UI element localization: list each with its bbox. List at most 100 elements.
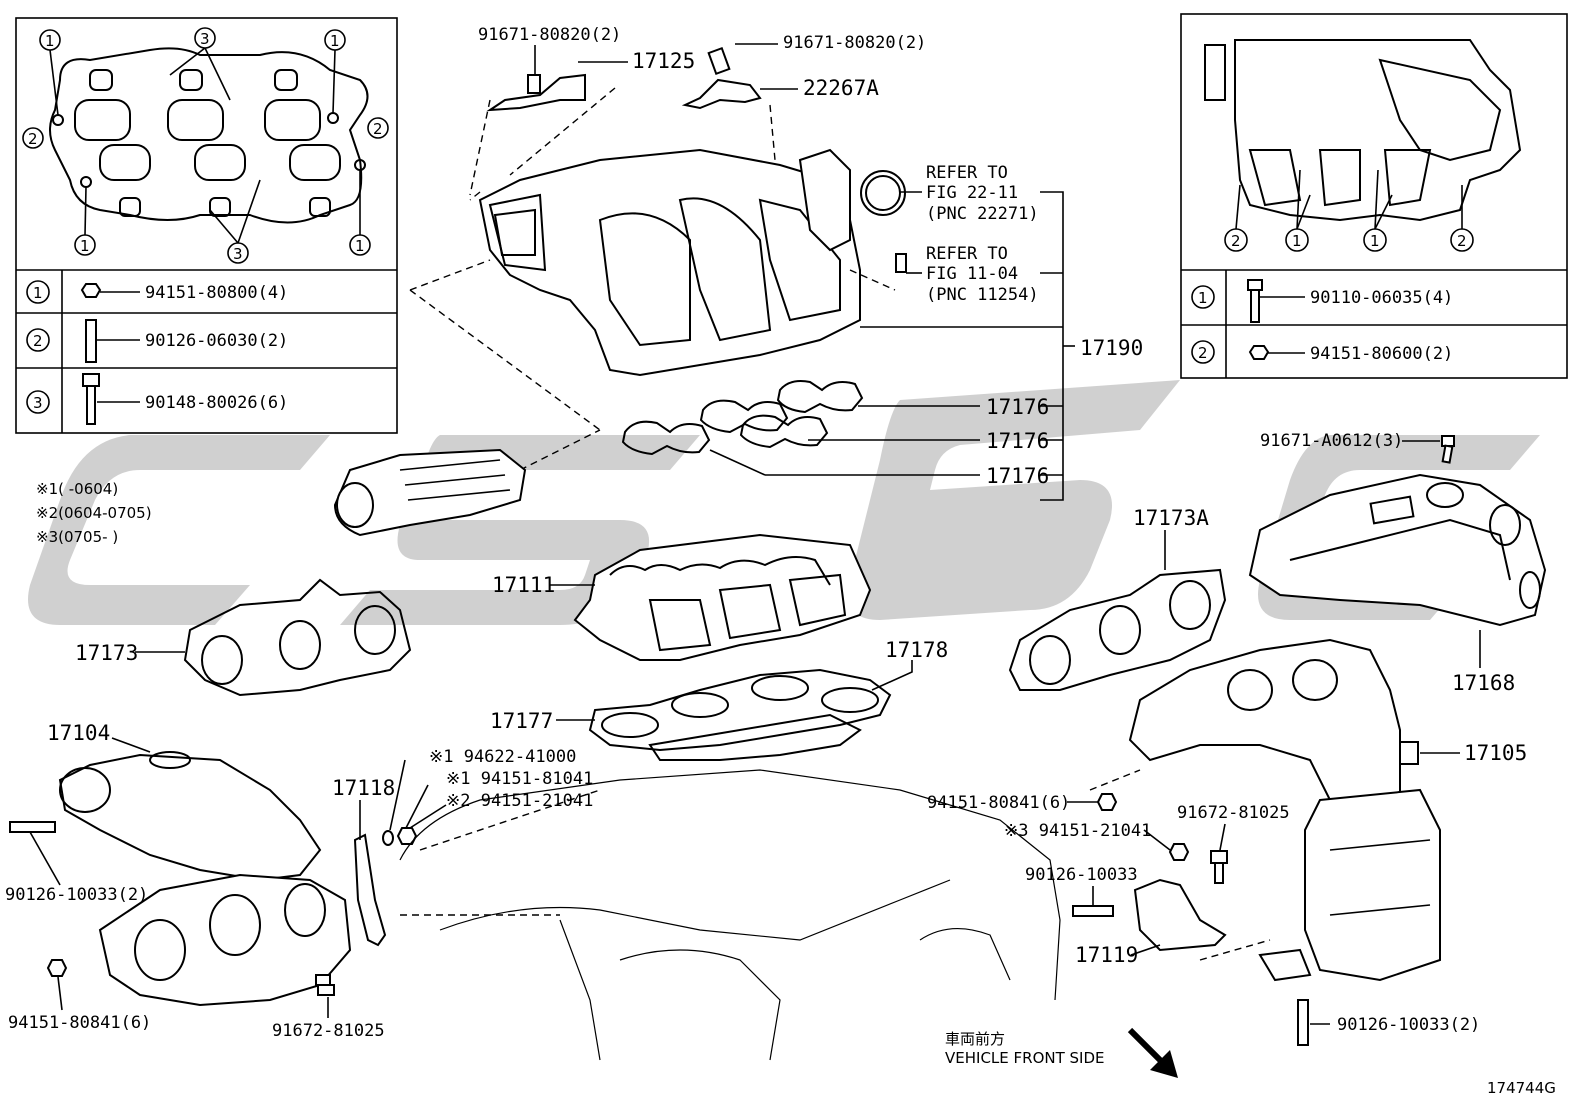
washer-icon xyxy=(382,830,394,846)
legend-left-num-1: 1 xyxy=(33,284,43,302)
front-direction-arrow-icon xyxy=(1127,1027,1178,1078)
svg-text:2: 2 xyxy=(1457,232,1467,250)
bolt-icon xyxy=(1441,435,1455,464)
label-94151-80841-right: 94151-80841(6) xyxy=(927,793,1070,813)
svg-text:1: 1 xyxy=(1292,232,1302,250)
label-17105: 17105 xyxy=(1464,741,1527,765)
label-17173: 17173 xyxy=(75,641,138,665)
nut-icon xyxy=(1168,843,1190,861)
gasket-17176-drawing xyxy=(621,380,864,456)
engine-block-outline xyxy=(399,769,1061,1061)
bolt-icon xyxy=(82,373,100,425)
label-17190: 17190 xyxy=(1080,336,1143,360)
legend-left-part-2: 90126-06030(2) xyxy=(145,331,288,351)
label-91672-81025-right: 91672-81025 xyxy=(1177,803,1290,823)
legend-right-part-1: 90110-06035(4) xyxy=(1310,288,1453,308)
vehicle-front-en: VEHICLE FRONT SIDE xyxy=(945,1049,1105,1067)
bolt-icon xyxy=(1210,850,1228,884)
label-17176-a: 17176 xyxy=(986,395,1049,419)
label-refer-1c: (PNC 22271) xyxy=(926,204,1039,224)
label-17168: 17168 xyxy=(1452,671,1515,695)
svg-text:1: 1 xyxy=(330,32,340,50)
nut-icon xyxy=(1096,793,1118,811)
label-17125: 17125 xyxy=(632,49,695,73)
gasket-17173a-drawing xyxy=(1008,568,1227,691)
label-90126-10033-right: 90126-10033(2) xyxy=(1337,1015,1480,1035)
nut-icon xyxy=(396,827,418,845)
svg-text:1: 1 xyxy=(80,237,90,255)
bolt-icon xyxy=(1247,279,1263,323)
bracket-17125-drawing xyxy=(486,73,586,112)
throttle-body-drawing xyxy=(333,448,527,537)
legend-left-num-2: 2 xyxy=(33,332,43,350)
stud-icon xyxy=(1072,905,1114,917)
legend-right-part-2: 94151-80600(2) xyxy=(1310,344,1453,364)
intake-gasket-drawing: 1 1 1 1 3 3 2 2 xyxy=(22,27,389,264)
label-17177: 17177 xyxy=(490,709,553,733)
bolt-icon xyxy=(315,974,335,996)
svg-text:2: 2 xyxy=(1231,232,1241,250)
legend-table-left: 1 1 1 1 3 3 2 2 1 2 3 94151-80800(4) xyxy=(15,17,398,434)
svg-text:1: 1 xyxy=(355,237,365,255)
gasket-17173-drawing xyxy=(183,578,412,697)
heat-insulator-17168-drawing xyxy=(1248,473,1547,627)
footnote-3: ※3(0705- ) xyxy=(36,528,118,546)
legend-left-part-1: 94151-80800(4) xyxy=(145,283,288,303)
legend-right-num-2: 2 xyxy=(1198,344,1208,362)
label-17173a: 17173A xyxy=(1133,506,1209,530)
nut-icon xyxy=(46,959,68,977)
manifold-stay-17118-drawing xyxy=(353,833,387,947)
label-91672-81025-left: 91672-81025 xyxy=(272,1021,385,1041)
label-refer-2a: REFER TO xyxy=(926,244,1008,264)
label-17176-c: 17176 xyxy=(986,464,1049,488)
label-17118: 17118 xyxy=(332,776,395,800)
stud-icon xyxy=(9,821,56,833)
label-17104: 17104 xyxy=(47,721,110,745)
label-90126-10033-left: 90126-10033(2) xyxy=(5,885,148,905)
label-94151-80841-left: 94151-80841(6) xyxy=(8,1013,151,1033)
nut-icon xyxy=(1248,345,1270,360)
legend-left-part-3: 90148-80026(6) xyxy=(145,393,288,413)
bracket-22267a-drawing xyxy=(681,46,762,110)
svg-text:1: 1 xyxy=(1370,232,1380,250)
label-91671-a0612: 91671-A0612(3) xyxy=(1260,431,1403,451)
legend-table-right: 2 1 1 2 1 2 90110-06035(4) 94151-80600(2… xyxy=(1180,13,1568,379)
svg-text:3: 3 xyxy=(200,30,210,48)
manifold-bank-drawing: 2 1 1 2 xyxy=(1204,39,1522,252)
label-94151-21041-right: ※3 94151-21041 xyxy=(1004,821,1151,841)
label-91671-80820-a: 91671-80820(2) xyxy=(478,25,621,45)
exhaust-manifold-left-drawing xyxy=(58,751,352,1007)
svg-text:3: 3 xyxy=(233,245,243,263)
legend-left-num-3: 3 xyxy=(33,394,43,412)
stud-icon xyxy=(85,319,97,363)
label-94622-41000: ※1 94622-41000 xyxy=(429,747,576,767)
vehicle-front-jp: 車両前方 xyxy=(945,1030,1005,1048)
gasket-17177-drawing xyxy=(588,668,892,761)
label-91671-80820-b: 91671-80820(2) xyxy=(783,33,926,53)
intake-manifold-upper-drawing xyxy=(478,148,907,377)
label-17111: 17111 xyxy=(492,573,555,597)
label-22267a: 22267A xyxy=(803,76,879,100)
legend-left-num-circle-1 xyxy=(26,280,50,304)
label-17178: 17178 xyxy=(885,638,948,662)
label-refer-2b: FIG 11-04 xyxy=(926,264,1018,284)
svg-text:2: 2 xyxy=(28,130,38,148)
svg-text:2: 2 xyxy=(373,120,383,138)
nut-icon xyxy=(80,283,102,298)
label-refer-2c: (PNC 11254) xyxy=(926,285,1039,305)
footnote-1: ※1( -0604) xyxy=(36,480,118,498)
label-17119: 17119 xyxy=(1075,943,1138,967)
stud-icon xyxy=(1297,999,1309,1046)
intake-manifold-lower-drawing xyxy=(573,533,872,661)
label-17176-b: 17176 xyxy=(986,429,1049,453)
exhaust-manifold-right-drawing xyxy=(1128,638,1441,982)
legend-right-num-1: 1 xyxy=(1198,289,1208,307)
label-refer-1b: FIG 22-11 xyxy=(926,183,1018,203)
bracket-17119-drawing xyxy=(1133,878,1227,952)
figure-code: 174744G xyxy=(1487,1079,1556,1097)
label-94151-21041: ※2 94151-21041 xyxy=(446,791,593,811)
label-90126-10033-center: 90126-10033 xyxy=(1025,865,1138,885)
svg-text:1: 1 xyxy=(45,32,55,50)
label-94151-81041: ※1 94151-81041 xyxy=(446,769,593,789)
